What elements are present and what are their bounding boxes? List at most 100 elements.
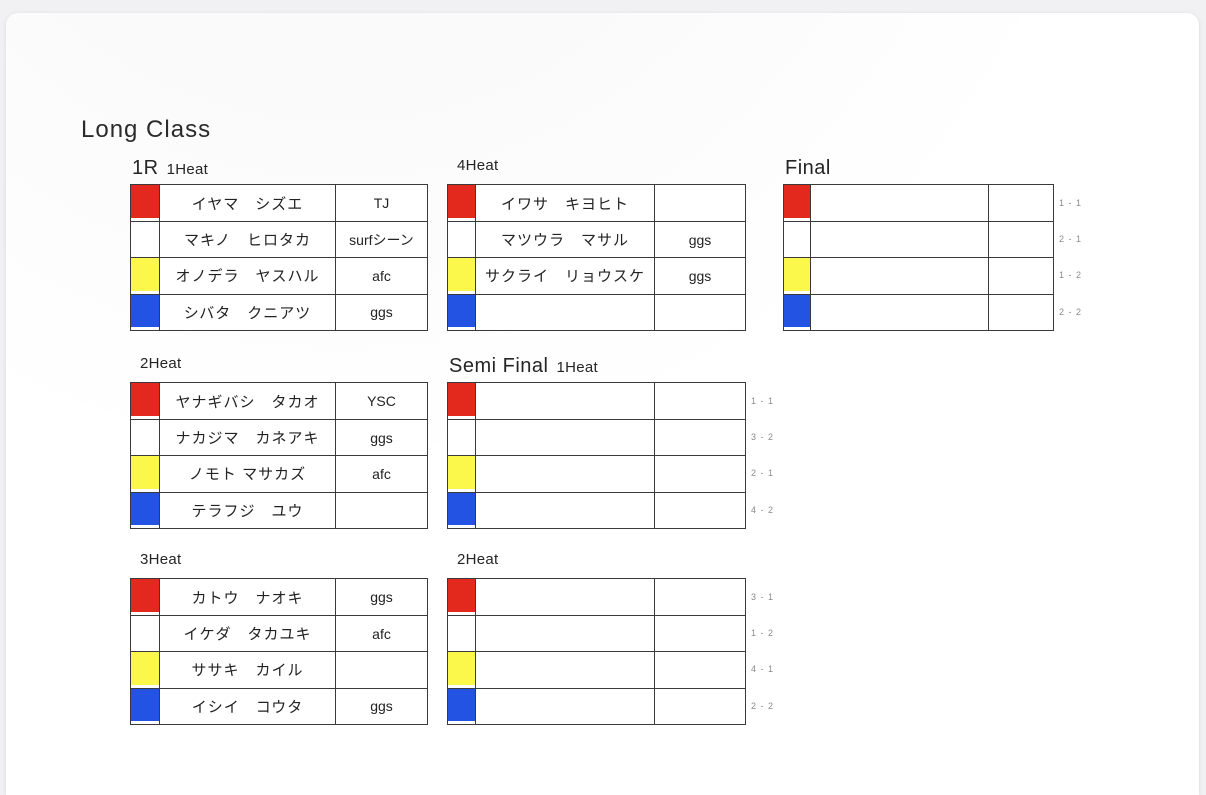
seed-label: 2 - 2 [751, 700, 775, 711]
club-name: afc [335, 456, 427, 492]
competitor-name: イワサ キヨヒト [475, 185, 654, 222]
competitor-name: ササキ カイル [159, 652, 335, 688]
heat-table-header: 2Heat [447, 551, 746, 578]
jersey-color-cell [448, 258, 475, 293]
jersey-blue-swatch [131, 492, 159, 525]
jersey-color-cell [448, 222, 475, 257]
heat-table-header: 1R 1Heat [130, 157, 428, 184]
jersey-color-cell [784, 185, 810, 221]
jersey-color-cell [448, 492, 475, 528]
seed-label: 3 - 1 [751, 592, 775, 603]
club-name [654, 294, 745, 330]
heat-row: イワサ キヨヒト [448, 185, 745, 222]
jersey-red-swatch [131, 383, 159, 417]
competitor-name [475, 688, 654, 724]
seed-label: 3 - 2 [751, 432, 775, 443]
heat-row [448, 419, 745, 456]
jersey-yellow-swatch [448, 456, 475, 489]
jersey-color-cell [448, 294, 475, 330]
jersey-color-cell [131, 185, 159, 221]
competitor-name: ヤナギバシ タカオ [159, 383, 335, 420]
club-name [654, 492, 745, 528]
heat-label: 1Heat [166, 161, 209, 178]
club-name [654, 420, 745, 456]
competitor-name [475, 652, 654, 688]
jersey-color-cell [448, 616, 475, 651]
heat-row [448, 651, 745, 688]
jersey-color-cell [448, 579, 475, 615]
club-name [654, 383, 745, 420]
jersey-white-swatch [131, 420, 159, 453]
jersey-color-cell [131, 688, 159, 724]
jersey-color-cell [131, 456, 159, 491]
jersey-white-swatch [131, 222, 159, 255]
round-label: Semi Final [449, 355, 549, 377]
club-name: ggs [654, 222, 745, 258]
seed-label: 1 - 1 [1059, 198, 1083, 209]
club-name [988, 185, 1053, 222]
jersey-white-swatch [448, 420, 475, 453]
club-name [654, 185, 745, 222]
jersey-red-swatch [448, 383, 475, 417]
competitor-name: イケダ タカユキ [159, 616, 335, 652]
competitor-name [475, 616, 654, 652]
competitor-name: シバタ クニアツ [159, 294, 335, 330]
heat-row [784, 293, 1053, 330]
jersey-white-swatch [131, 616, 159, 649]
heat-table-header: 4Heat [447, 157, 746, 184]
heat-row [448, 293, 745, 330]
competitor-name: ナカジマ カネアキ [159, 420, 335, 456]
seed-label: 1 - 2 [1059, 270, 1083, 281]
club-name [988, 222, 1053, 258]
heat-label: 3Heat [140, 551, 182, 568]
jersey-yellow-swatch [131, 258, 159, 291]
jersey-white-swatch [448, 616, 475, 649]
jersey-color-cell [448, 688, 475, 724]
club-name: YSC [335, 383, 427, 420]
club-name [988, 294, 1053, 330]
heat-row: ササキ カイル [131, 651, 427, 688]
heat-table-header: 3Heat [130, 551, 428, 578]
round-label: 1R [132, 157, 159, 179]
jersey-yellow-swatch [131, 652, 159, 685]
competitor-name: テラフジ ユウ [159, 492, 335, 528]
competitor-name: イヤマ シズエ [159, 185, 335, 222]
competitor-name: マツウラ マサル [475, 222, 654, 258]
competitor-name: ノモト マサカズ [159, 456, 335, 492]
heat-label: 2Heat [457, 551, 499, 568]
club-name [335, 652, 427, 688]
heat-row [448, 491, 745, 528]
heat-row [448, 687, 745, 724]
jersey-color-cell [784, 222, 810, 257]
competitor-name [810, 294, 988, 330]
competitor-name [475, 456, 654, 492]
jersey-red-swatch [448, 579, 475, 613]
club-name [654, 579, 745, 616]
jersey-yellow-swatch [784, 258, 810, 291]
club-name: surfシーン [335, 222, 427, 258]
heat-row [448, 455, 745, 492]
seed-label: 2 - 2 [1059, 306, 1083, 317]
competitor-name [810, 222, 988, 258]
club-name [654, 616, 745, 652]
jersey-blue-swatch [448, 294, 475, 327]
seed-label: 1 - 1 [751, 396, 775, 407]
competitor-name [810, 258, 988, 294]
jersey-red-swatch [131, 185, 159, 219]
club-name: afc [335, 616, 427, 652]
seed-label: 2 - 1 [751, 468, 775, 479]
